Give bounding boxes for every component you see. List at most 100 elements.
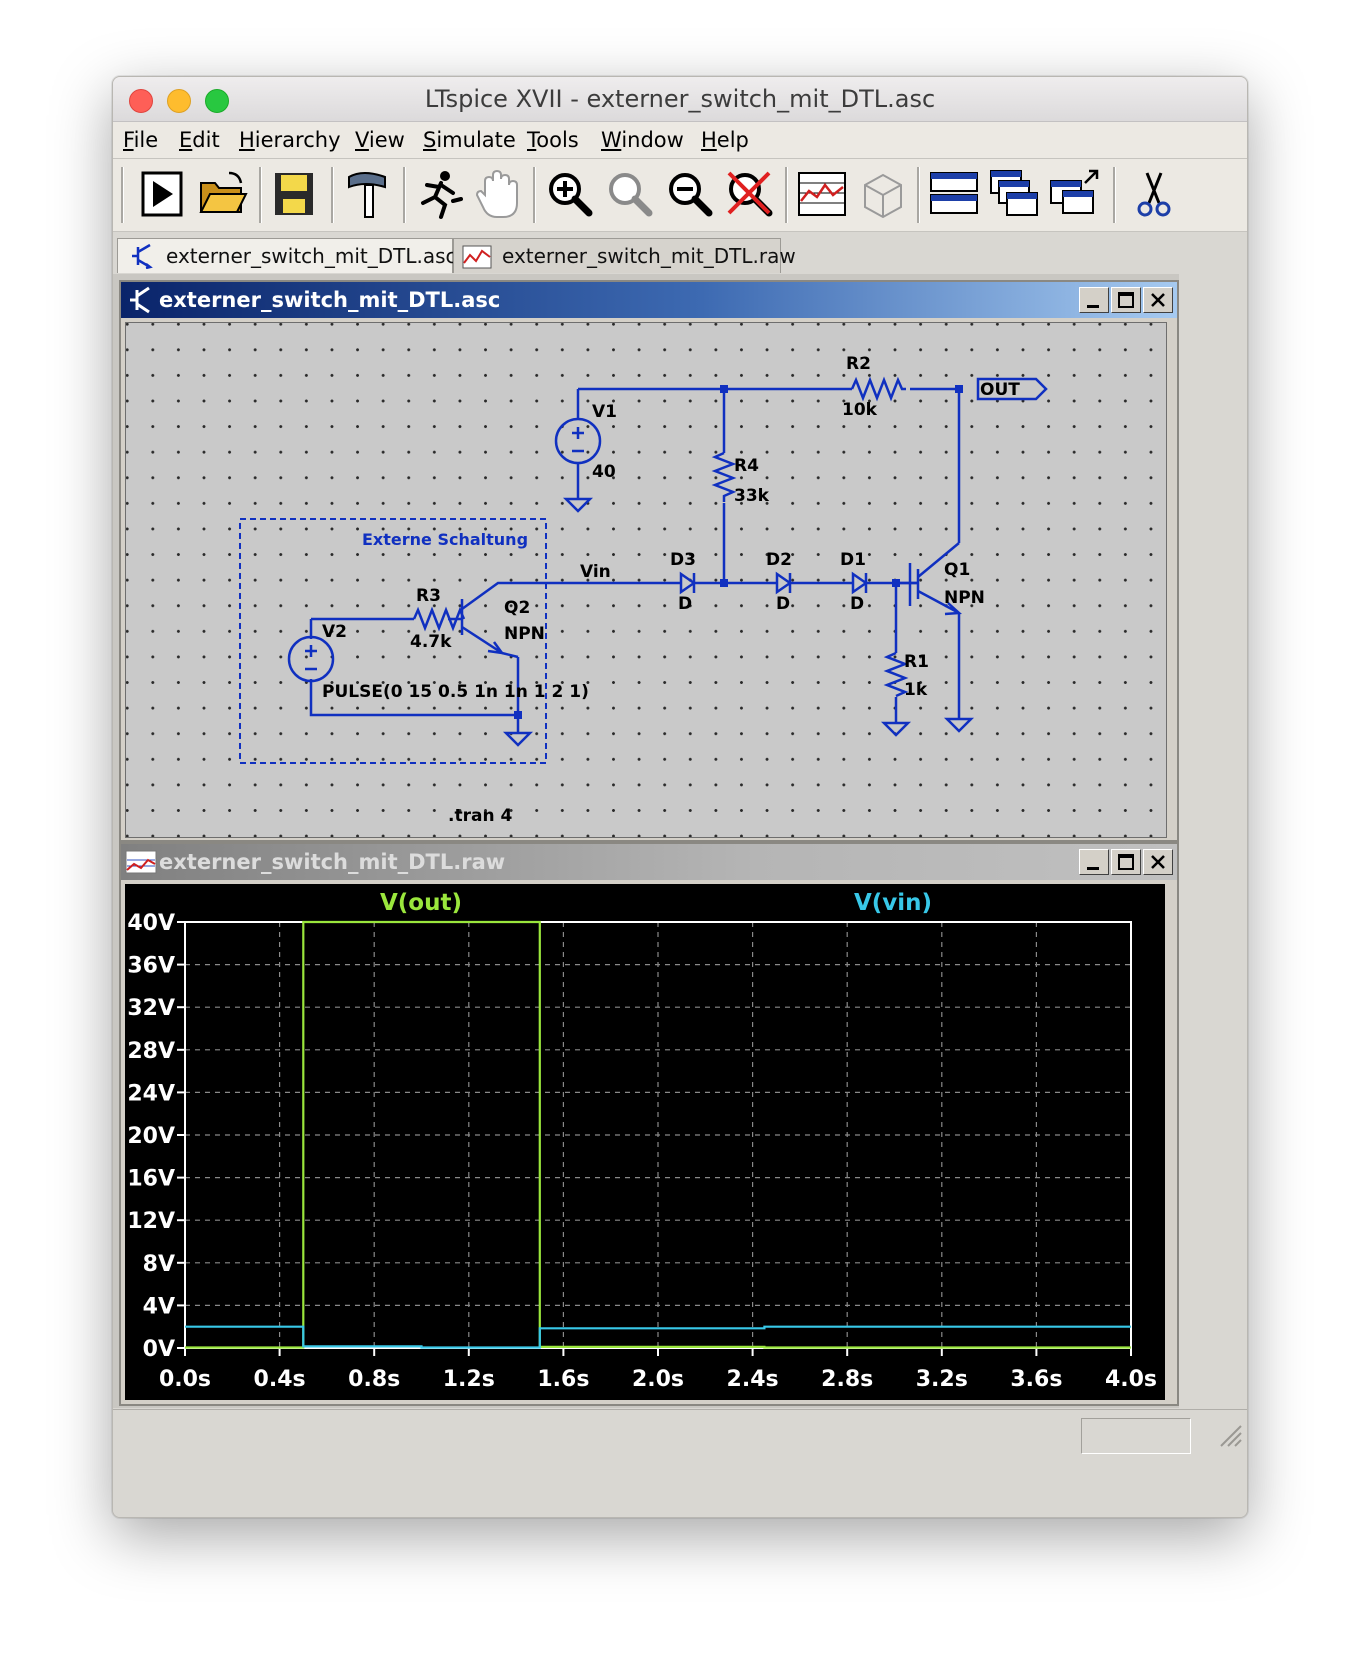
zoom-out-icon[interactable] — [663, 167, 717, 221]
waveform-icon — [125, 850, 157, 874]
tile-icon[interactable] — [927, 167, 981, 221]
runner-icon[interactable] — [413, 167, 467, 221]
menu-help-label: elp — [716, 128, 749, 152]
d3-label: D3 — [670, 550, 696, 570]
grounds — [502, 497, 975, 747]
menu-view[interactable]: View — [355, 128, 405, 152]
tab-schematic[interactable]: externer_switch_mit_DTL.asc — [117, 238, 457, 273]
maximize-button[interactable] — [1111, 287, 1141, 313]
menu-file-mnemonic: F — [123, 128, 134, 152]
menu-file[interactable]: File — [123, 128, 158, 152]
waveform-icon — [462, 245, 492, 269]
arrange-icon[interactable] — [1047, 167, 1101, 221]
y-tick-label: 12V — [127, 1209, 175, 1234]
menu-tools-mnemonic: T — [527, 128, 537, 152]
toolbar-separator — [259, 167, 262, 223]
r4-label: R4 — [734, 456, 759, 476]
zoom-area-icon[interactable] — [603, 167, 657, 221]
zoom-in-icon[interactable] — [543, 167, 597, 221]
maximize-icon — [1118, 854, 1134, 870]
x-tick-label: 0.0s — [159, 1367, 211, 1392]
3d-box-icon[interactable] — [855, 167, 909, 221]
menu-simulate[interactable]: Simulate — [423, 128, 516, 152]
junctions — [514, 385, 963, 719]
schematic-canvas[interactable]: R2 10k V1 40 OUT R4 33k Vin D3 D D2 D D1… — [125, 322, 1167, 838]
menu-bar: File Edit Hierarchy View Simulate Tools … — [113, 122, 1247, 159]
y-tick-label: 36V — [127, 954, 175, 979]
y-tick-label: 20V — [127, 1124, 175, 1149]
schematic-icon — [132, 243, 153, 269]
series-layer — [185, 920, 1131, 1349]
minimize-button[interactable] — [1079, 287, 1109, 313]
x-tick-label: 0.4s — [254, 1367, 306, 1392]
run-icon[interactable] — [135, 167, 189, 221]
r3-label: R3 — [416, 586, 441, 606]
tab-schematic-label: externer_switch_mit_DTL.asc — [166, 244, 457, 268]
x-tick-label: 3.6s — [1010, 1367, 1062, 1392]
vin-label: Vin — [580, 562, 611, 582]
save-icon[interactable] — [267, 167, 321, 221]
menu-hierarchy-mnemonic: H — [239, 128, 255, 152]
menu-edit[interactable]: Edit — [179, 128, 220, 152]
close-icon — [1151, 855, 1165, 869]
y-tick-label: 16V — [127, 1167, 175, 1192]
d3-model: D — [678, 594, 692, 614]
q1-model: NPN — [944, 588, 985, 608]
menu-window[interactable]: Window — [601, 128, 684, 152]
resize-grip-icon[interactable] — [1215, 1420, 1243, 1448]
wires — [309, 387, 961, 723]
menu-window-label: indow — [621, 128, 684, 152]
r4-value: 33k — [734, 486, 770, 506]
title-bar[interactable]: LTspice XVII - externer_switch_mit_DTL.a… — [113, 77, 1247, 122]
source-v1 — [554, 417, 602, 465]
x-tick-label: 2.4s — [727, 1367, 779, 1392]
series-line-1 — [185, 920, 1131, 1349]
d2-label: D2 — [766, 550, 792, 570]
app-window: LTspice XVII - externer_switch_mit_DTL.a… — [112, 76, 1248, 1518]
close-window-button[interactable] — [129, 89, 153, 113]
status-panel — [1081, 1418, 1191, 1454]
menu-view-mnemonic: V — [355, 128, 369, 152]
zoom-cancel-icon[interactable] — [723, 167, 777, 221]
legend-label-2[interactable]: V(vin) — [854, 890, 932, 916]
schematic-window-titlebar[interactable]: externer_switch_mit_DTL.asc — [121, 282, 1177, 318]
series-line-2 — [185, 1325, 1131, 1349]
hand-icon[interactable] — [471, 167, 525, 221]
minimize-window-button[interactable] — [167, 89, 191, 113]
status-bar — [113, 1409, 1247, 1517]
maximize-button[interactable] — [1111, 849, 1141, 875]
x-tick-label: 1.6s — [537, 1367, 589, 1392]
minimize-button[interactable] — [1079, 849, 1109, 875]
open-icon[interactable] — [195, 167, 249, 221]
close-icon — [1151, 293, 1165, 307]
d2-model: D — [776, 594, 790, 614]
schematic-window-title: externer_switch_mit_DTL.asc — [159, 288, 501, 312]
hammer-icon[interactable] — [341, 167, 395, 221]
toolbar-separator — [403, 167, 406, 223]
menu-help[interactable]: Help — [701, 128, 749, 152]
close-button[interactable] — [1143, 287, 1173, 313]
tab-waveform[interactable]: externer_switch_mit_DTL.raw — [453, 238, 796, 273]
cascade-icon[interactable] — [987, 167, 1041, 221]
legend-label-1[interactable]: V(out) — [380, 890, 462, 916]
close-button[interactable] — [1143, 849, 1173, 875]
r2-value: 10k — [842, 400, 878, 420]
y-tick-label: 40V — [127, 911, 175, 936]
external-circuit-box — [239, 518, 547, 764]
out-net-flag — [976, 377, 1048, 401]
zoom-window-button[interactable] — [205, 89, 229, 113]
waveform-window-titlebar[interactable]: externer_switch_mit_DTL.raw — [121, 844, 1177, 880]
y-tick-label: 4V — [143, 1294, 175, 1319]
q2-label: Q2 — [504, 598, 530, 618]
tran-directive: .tran 4 — [448, 806, 512, 826]
menu-hierarchy[interactable]: Hierarchy — [239, 128, 341, 152]
menu-tools[interactable]: Tools — [527, 128, 579, 152]
scissors-icon[interactable] — [1127, 167, 1181, 221]
diodes — [679, 571, 869, 595]
menu-hierarchy-label: ierarchy — [254, 128, 341, 152]
menu-simulate-label: imulate — [436, 128, 516, 152]
waveform-icon[interactable] — [795, 167, 849, 221]
q1-label: Q1 — [944, 560, 970, 580]
